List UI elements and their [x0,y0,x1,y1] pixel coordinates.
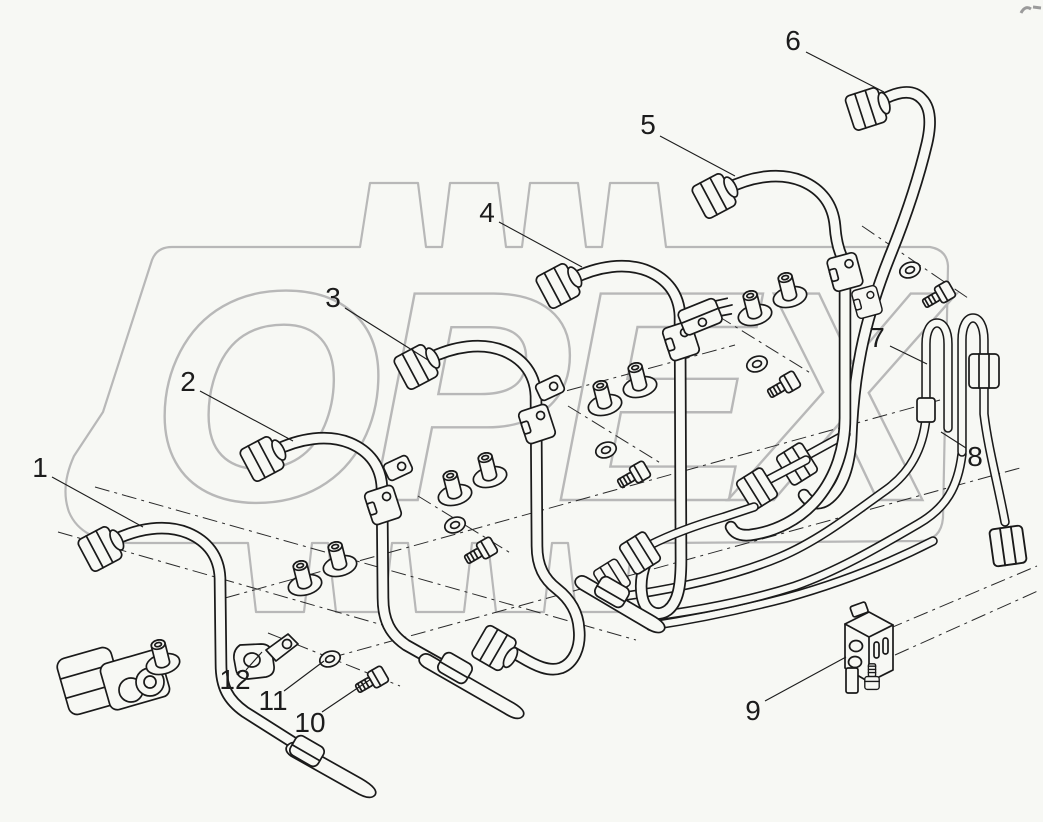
callout-number-12: 12 [219,664,250,695]
leader-line-10 [321,678,372,713]
leader-line-1 [51,476,144,528]
washer [316,647,344,671]
callout-number-5: 5 [640,109,656,140]
union-nut [75,520,131,574]
leader-line-12 [245,651,263,671]
leader-line-9 [764,656,847,702]
bolt [351,664,391,698]
callout-number-9: 9 [745,695,761,726]
mounting-bracket-9 [844,601,894,694]
leader-line-4 [498,221,583,268]
leader-line-11 [283,660,325,692]
union-nut [689,167,745,221]
callout-number-2: 2 [180,366,196,397]
injection-pipe-4 [533,257,754,614]
callout-number-11: 11 [258,685,287,716]
union-nut [988,524,1028,568]
callout-number-7: 7 [869,322,885,353]
injector-tubes [285,573,666,799]
pipe-sleeve [916,397,936,423]
callout-number-3: 3 [325,282,341,313]
callout-number-4: 4 [479,197,495,228]
callout-number-6: 6 [785,25,801,56]
injector-connector [677,297,733,336]
callout-number-10: 10 [294,707,325,738]
callout-number-8: 8 [967,441,983,472]
gear-outline [64,181,950,614]
leak-off-pipes [612,318,1028,626]
union-nut [968,353,1000,389]
leader-line-5 [659,135,736,177]
union-nut [469,623,525,677]
fuel-rail-fitting [56,635,183,716]
leader-line-8 [940,431,967,449]
callout-number-1: 1 [32,452,48,483]
leader-line-6 [805,51,885,93]
leader-line-3 [344,307,429,361]
decorative-mark [1019,5,1042,14]
leader-line-7 [889,345,928,365]
leader-line-2 [199,390,294,442]
